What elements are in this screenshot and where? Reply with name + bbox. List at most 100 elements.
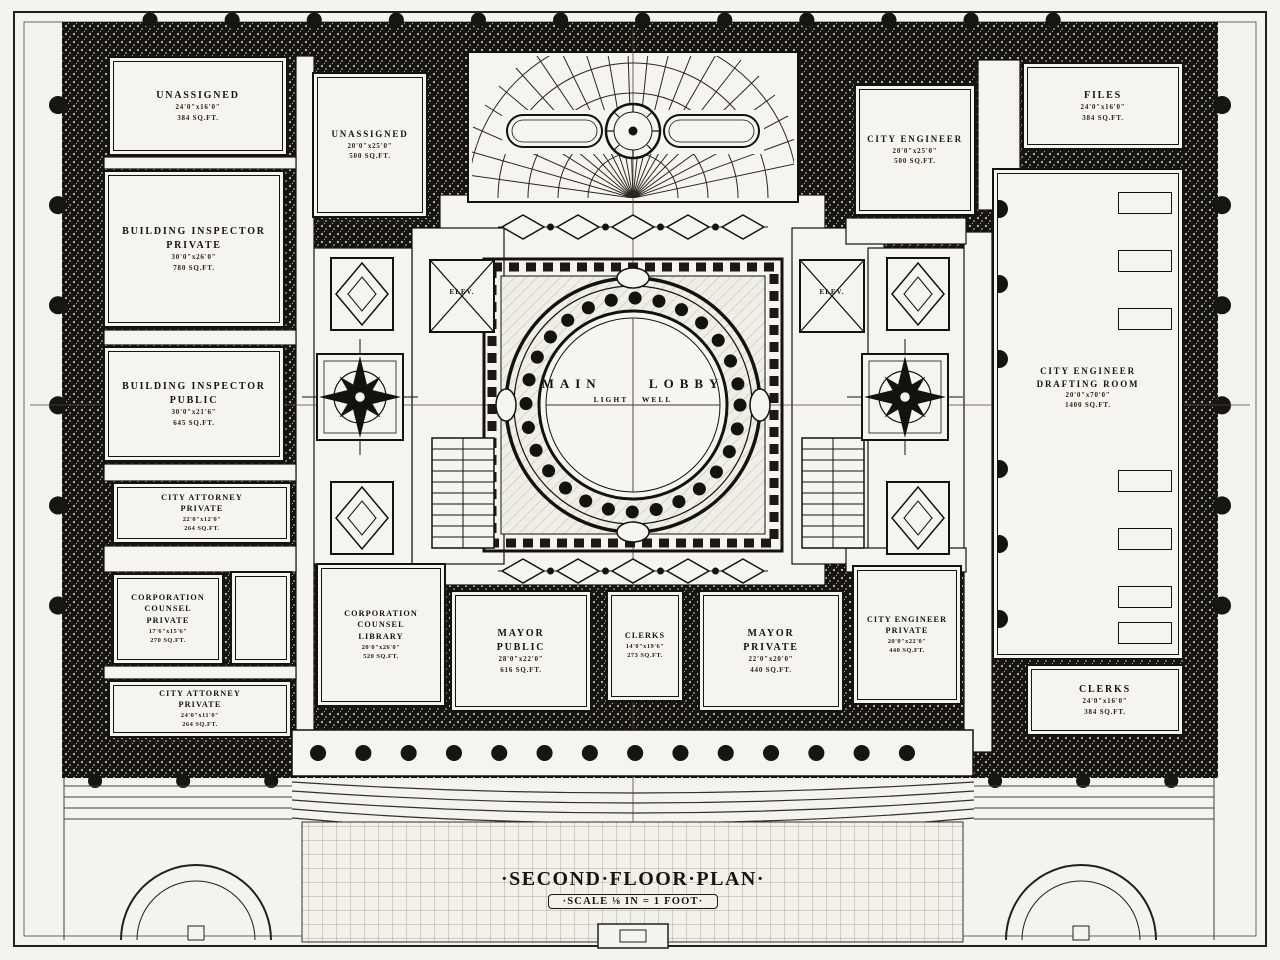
room-unassigned-nw: UNASSIGNED 24'0"x16'0" 384 SQ.FT. — [108, 56, 288, 156]
drafting-table — [1118, 586, 1172, 608]
room-label: CITY ENGINEER DRAFTING ROOM 20'0"x70'0" … — [994, 366, 1182, 411]
drafting-table — [1118, 308, 1172, 330]
drafting-table — [1118, 250, 1172, 272]
elevator-label-right: ELEV. — [819, 288, 845, 296]
room-label: CORPORATION COUNSEL PRIVATE 17'6"x15'6" … — [131, 593, 205, 646]
column-ring — [519, 291, 747, 519]
room-name: PRIVATE — [180, 504, 224, 514]
plan-scale: ·SCALE ⅛ IN = 1 FOOT· — [547, 894, 719, 909]
room-building-inspector-private: BUILDING INSPECTOR PRIVATE 30'0"x26'0" 7… — [103, 170, 285, 328]
room-name: CITY ENGINEER — [867, 134, 963, 145]
room-label: CITY ENGINEER PRIVATE 20'0"x22'0" 440 SQ… — [867, 615, 947, 656]
room-area: 645 SQ.FT. — [173, 418, 215, 427]
room-dims: 24'0"x11'0" — [180, 711, 220, 719]
room-label: CORPORATION COUNSEL LIBRARY 20'0"x26'0" … — [344, 609, 418, 662]
room-name: CITY ENGINEER — [1040, 366, 1136, 376]
room-name: BUILDING INSPECTOR — [122, 226, 266, 238]
room-area: 264 SQ.FT. — [184, 525, 220, 533]
room-dims: 20'0"x70'0" — [1065, 391, 1111, 400]
wall-niche — [998, 610, 1008, 628]
elevator-left — [429, 259, 495, 333]
room-corporation-counsel-library: CORPORATION COUNSEL LIBRARY 20'0"x26'0" … — [316, 563, 446, 707]
room-label: CITY ATTORNEY PRIVATE 22'0"x12'0" 264 SQ… — [161, 493, 243, 534]
drafting-table — [1118, 528, 1172, 550]
room-dims: 14'0"x19'6" — [625, 643, 665, 650]
room-dims: 30'0"x21'6" — [171, 408, 217, 417]
room-small-unlabeled — [230, 571, 292, 665]
room-name: PRIVATE — [146, 616, 190, 625]
room-name: PUBLIC — [169, 395, 219, 407]
room-area: 384 SQ.FT. — [1082, 113, 1124, 122]
room-files: FILES 24'0"x16'0" 384 SQ.FT. — [1022, 62, 1184, 150]
room-area: 616 SQ.FT. — [500, 665, 542, 674]
room-name: COUNSEL — [357, 620, 405, 630]
lobby-name: MAIN LOBBY — [541, 376, 725, 391]
drafting-table — [1118, 470, 1172, 492]
skylight-diamond-icon — [886, 481, 950, 555]
room-dims: 22'0"x12'0" — [182, 515, 222, 523]
room-label: BUILDING INSPECTOR PUBLIC 30'0"x21'6" 64… — [122, 380, 266, 427]
room-label: CITY ATTORNEY PRIVATE 24'0"x11'0" 264 SQ… — [159, 689, 241, 730]
room-corporation-counsel-private: CORPORATION COUNSEL PRIVATE 17'6"x15'6" … — [112, 573, 224, 665]
wall-niche — [998, 535, 1008, 553]
room-area: 1400 SQ.FT. — [1065, 401, 1111, 410]
room-name: CITY ATTORNEY — [161, 492, 243, 502]
lobby-subtitle: LIGHT WELL — [593, 395, 673, 404]
room-name: PRIVATE — [166, 240, 222, 252]
room-dims: 17'6"x15'6" — [148, 627, 188, 635]
terrace-pedestal — [597, 923, 669, 949]
stairs-left — [431, 437, 495, 549]
room-mayor-public: MAYOR PUBLIC 28'0"x22'0" 616 SQ.FT. — [450, 590, 592, 712]
room-name: MAYOR — [747, 628, 795, 640]
room-area: 440 SQ.FT. — [889, 647, 925, 655]
room-unassigned-west: UNASSIGNED 20'0"x25'0" 500 SQ.FT. — [312, 72, 428, 218]
room-name: CLERKS — [624, 631, 666, 641]
vestibule-medallion-icon — [604, 102, 662, 160]
terrace-grid — [301, 821, 964, 943]
vestibule-oval-left — [506, 114, 603, 148]
room-dims: 24'0"x16'0" — [175, 103, 221, 112]
medallion-north — [616, 267, 650, 289]
room-name: UNASSIGNED — [156, 90, 240, 102]
room-area: 440 SQ.FT. — [750, 665, 792, 674]
room-area: 270 SQ.FT. — [150, 636, 186, 644]
room-area: 780 SQ.FT. — [173, 263, 215, 272]
bastion-right — [1005, 864, 1157, 941]
drafting-table — [1118, 192, 1172, 214]
room-label: UNASSIGNED 20'0"x25'0" 500 SQ.FT. — [331, 129, 408, 161]
room-dims: 20'0"x25'0" — [892, 146, 938, 155]
room-label: FILES 24'0"x16'0" 384 SQ.FT. — [1081, 89, 1126, 122]
vestibule-oval-right — [663, 114, 760, 148]
plan-title: ·SECOND·FLOOR·PLAN· — [500, 868, 766, 890]
wall-niche — [998, 350, 1008, 368]
rotunda — [482, 257, 784, 553]
room-name: CITY ENGINEER — [866, 614, 948, 624]
room-city-engineer-drafting: CITY ENGINEER DRAFTING ROOM 20'0"x70'0" … — [992, 168, 1184, 660]
room-clerks-center: CLERKS 14'0"x19'6" 273 SQ.FT. — [606, 590, 684, 702]
room-city-attorney-private-upper: CITY ATTORNEY PRIVATE 22'0"x12'0" 264 SQ… — [112, 482, 292, 544]
room-name: CITY ATTORNEY — [159, 688, 241, 698]
room-area: 520 SQ.FT. — [363, 652, 399, 660]
room-label: BUILDING INSPECTOR PRIVATE 30'0"x26'0" 7… — [122, 225, 266, 272]
room-building-inspector-public: BUILDING INSPECTOR PUBLIC 30'0"x21'6" 64… — [103, 346, 285, 462]
room-name: UNASSIGNED — [331, 129, 409, 140]
room-label: CITY ENGINEER 20'0"x25'0" 500 SQ.FT. — [867, 134, 963, 166]
wall-niche — [998, 275, 1008, 293]
wall-niche — [998, 460, 1008, 478]
room-name: LIBRARY — [358, 632, 404, 641]
room-label: CLERKS 14'0"x19'6" 273 SQ.FT. — [625, 631, 665, 660]
room-area: 500 SQ.FT. — [349, 151, 391, 160]
room-dims: 20'0"x25'0" — [347, 141, 393, 150]
room-label: MAYOR PRIVATE 22'0"x20'0" 440 SQ.FT. — [743, 627, 799, 674]
room-city-engineer-private: CITY ENGINEER PRIVATE 20'0"x22'0" 440 SQ… — [852, 565, 962, 705]
room-dims: 20'0"x26'0" — [361, 643, 401, 651]
room-name: FILES — [1084, 90, 1122, 102]
room-name: CORPORATION — [131, 592, 205, 602]
room-dims: 24'0"x16'0" — [1080, 103, 1126, 112]
room-name: PRIVATE — [178, 700, 222, 710]
south-colonnade — [291, 729, 974, 777]
room-dims: 24'0"x16'0" — [1082, 697, 1128, 706]
room-dims: 20'0"x22'0" — [887, 637, 927, 645]
skylight-diamond-icon — [330, 257, 394, 331]
